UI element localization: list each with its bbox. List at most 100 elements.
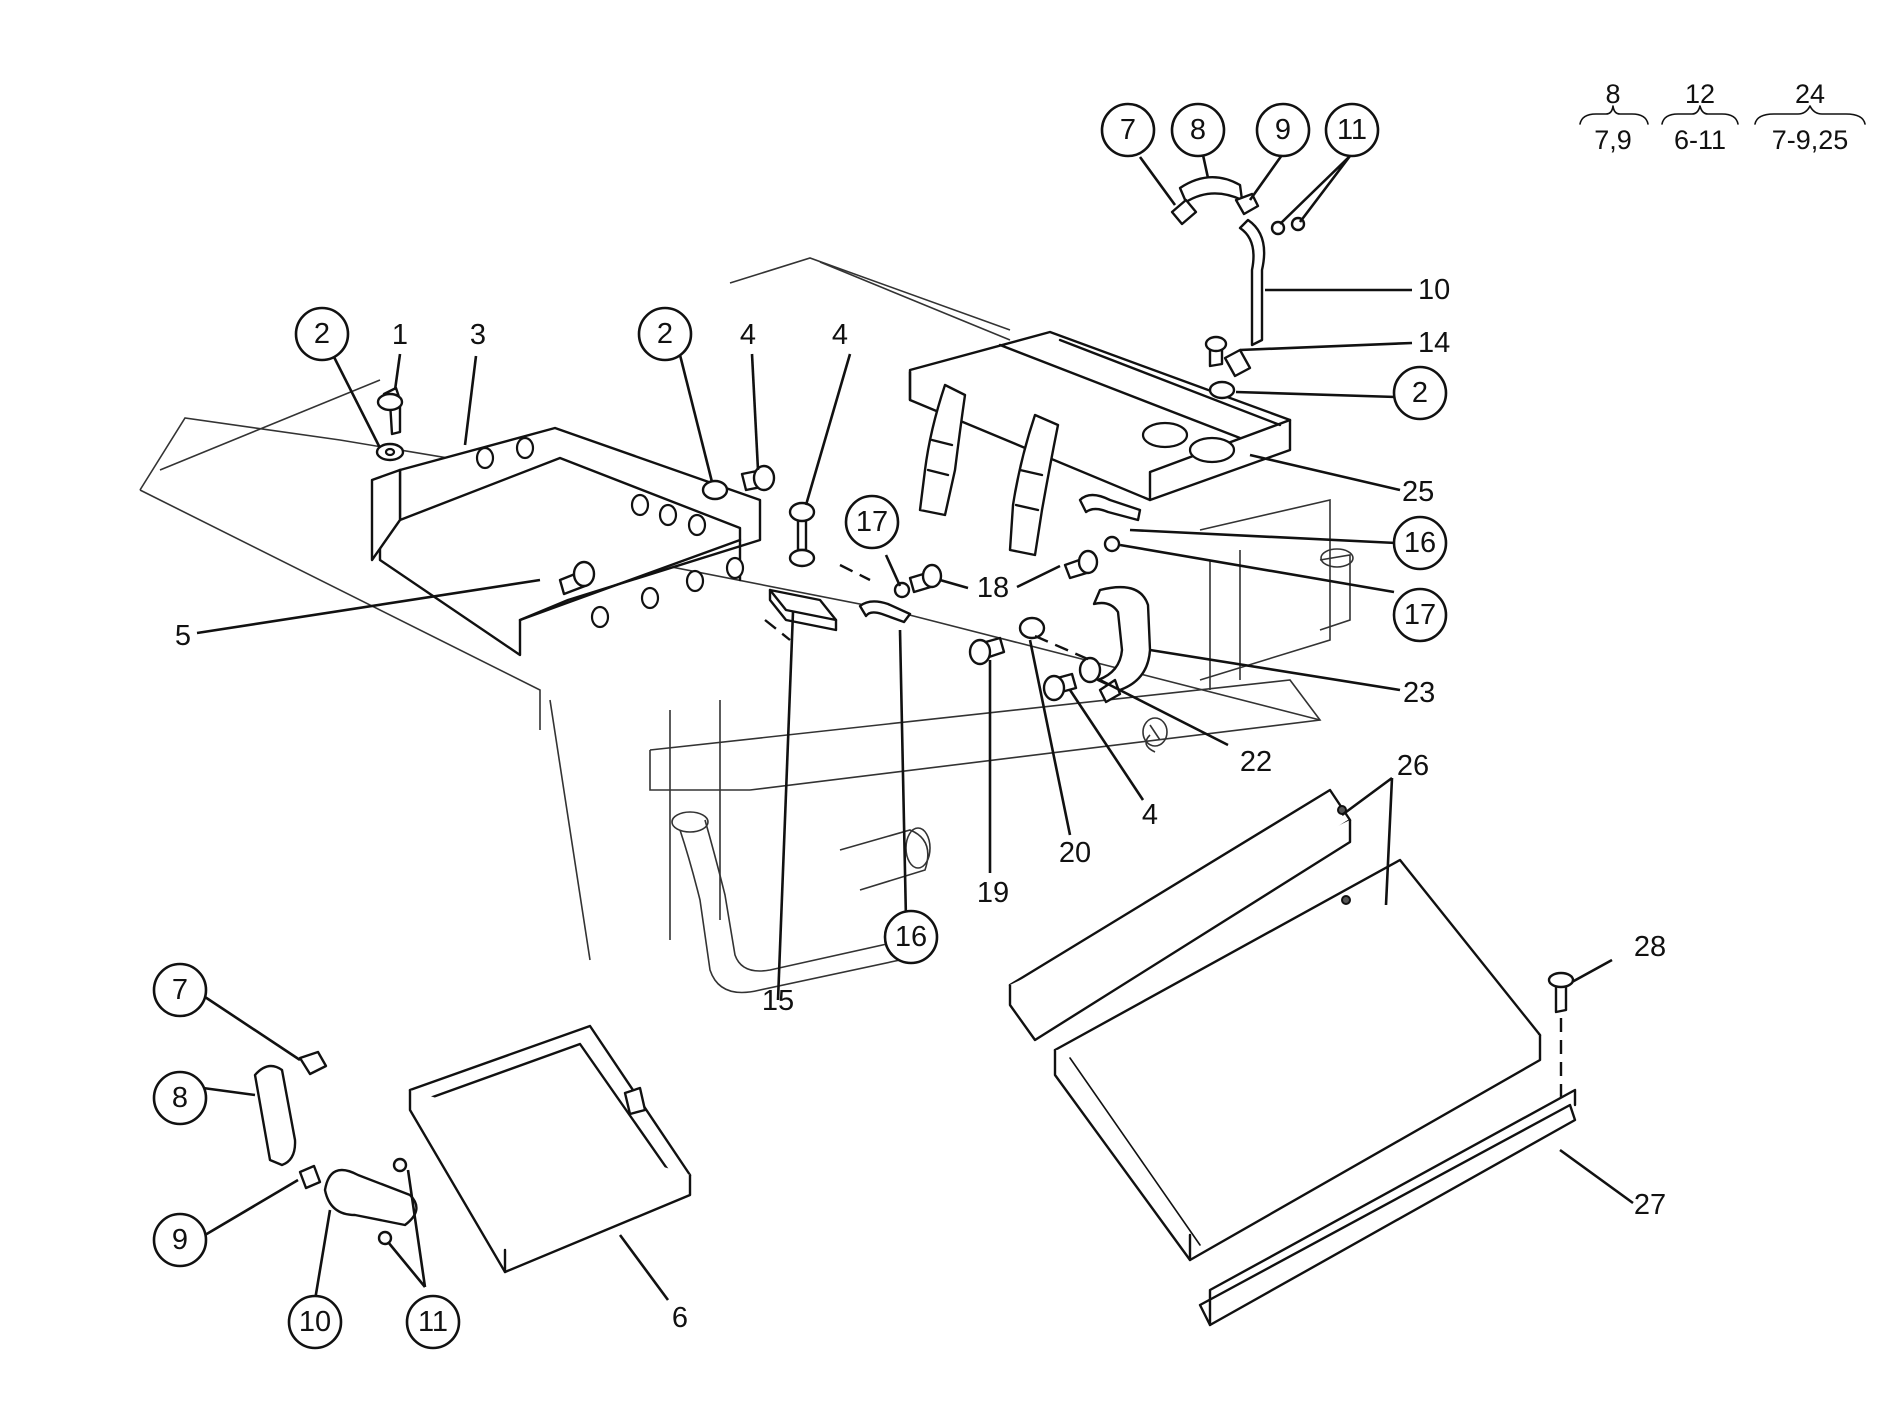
- leader-28: [1571, 958, 1613, 984]
- callout-11bot: 11: [418, 1306, 448, 1338]
- battery-tray-6: [408, 1024, 692, 1274]
- legend-bottom-8: 7,9: [1594, 125, 1632, 155]
- bolt-18a-head: [921, 563, 943, 589]
- callout-11top: 11: [1337, 114, 1367, 146]
- clamp-15: [768, 588, 838, 622]
- callout-circle-2c: [1392, 365, 1448, 421]
- bracket-14: [1223, 348, 1252, 378]
- frame-back-inner: [819, 261, 1011, 341]
- callout-15: 15: [762, 985, 794, 1017]
- callout-10top: 10: [1418, 274, 1450, 306]
- callout-circle-2b: [637, 306, 693, 362]
- callout-circle-2a: [294, 306, 350, 362]
- callout-4c: 4: [1142, 799, 1158, 831]
- bracket-23: [1092, 585, 1152, 692]
- rail-27: [1198, 971, 1577, 1327]
- legend-group-24: 24 7-9,25: [1754, 79, 1866, 155]
- callout-circle-17a: [844, 494, 900, 550]
- bolt-19-head: [968, 638, 992, 666]
- bolt-4a-head: [752, 464, 776, 492]
- leader-14: [1239, 341, 1413, 352]
- rail-body: [1198, 1103, 1577, 1327]
- bracket-16b: [858, 600, 912, 624]
- clip-22: [1098, 678, 1122, 704]
- screw-28-head: [1547, 971, 1575, 989]
- leader-3: [463, 355, 478, 446]
- callout-16b: 16: [895, 921, 927, 953]
- frame-hole-6: [590, 605, 610, 629]
- frame-hole-2: [515, 436, 535, 460]
- leader-16a: [1129, 528, 1397, 545]
- legend-top-8: 8: [1605, 79, 1620, 109]
- frame-hole-9: [725, 556, 745, 580]
- legend-group-8: 8 7,9: [1579, 79, 1649, 155]
- callout-20: 20: [1059, 837, 1091, 869]
- hold-down-ribs: [998, 338, 1282, 440]
- strap-left: [918, 383, 967, 517]
- callout-9top: 9: [1275, 114, 1291, 146]
- strap-slots: [926, 438, 1044, 512]
- leader-27: [1559, 1148, 1634, 1205]
- frame-hole-5: [687, 513, 707, 537]
- screw-11d: [377, 1230, 393, 1246]
- hold-down-edge: [908, 370, 1292, 502]
- legend: 8 7,9 12 6-11 24 7-9,25: [1579, 79, 1866, 155]
- hardware-middle: [858, 493, 1152, 704]
- clip-8-top: [1178, 175, 1244, 204]
- clip-7-top: [1170, 198, 1198, 226]
- frame-right-legs: [1209, 550, 1241, 690]
- callout-3: 3: [470, 319, 486, 351]
- lockwasher-17a: [893, 581, 911, 599]
- hold-down-25: [908, 330, 1292, 557]
- callout-10bot: 10: [299, 1306, 331, 1338]
- callout-circle-9top: [1255, 102, 1311, 158]
- frame-strut: [549, 699, 591, 961]
- bracket-10-bot: [323, 1168, 418, 1227]
- callout-14: 14: [1418, 327, 1450, 359]
- leader-10bot: [313, 1209, 332, 1301]
- leader-8bot: [202, 1086, 256, 1097]
- bolt-14-head: [1204, 335, 1228, 353]
- clip-9-bot: [298, 1164, 322, 1190]
- washer-2b: [701, 479, 729, 501]
- legend-brace-12: [1661, 105, 1739, 125]
- leader-25: [1249, 453, 1401, 492]
- rod-10: [1238, 218, 1266, 347]
- leader-16b: [898, 629, 908, 921]
- battery-frame-left: [370, 426, 762, 657]
- lockwasher-17b: [1103, 535, 1121, 553]
- leader-2a: [331, 354, 382, 449]
- callout-circle-16b: [883, 909, 939, 965]
- frame-column: [669, 700, 721, 940]
- frame-stub-end: [1142, 717, 1168, 747]
- washer-2a-hole: [384, 447, 396, 457]
- clip-9-top: [1234, 192, 1260, 216]
- tray-handle: [623, 1086, 647, 1116]
- callout-2c: 2: [1412, 377, 1428, 409]
- callout-circle-7top: [1100, 102, 1156, 158]
- callout-28: 28: [1634, 931, 1666, 963]
- clip-8-bot: [253, 1064, 297, 1167]
- pipe-lower: [679, 829, 901, 994]
- bolt-5-head: [572, 560, 596, 588]
- bolt-1-head: [376, 392, 404, 412]
- battery-dot: [1341, 895, 1351, 905]
- leader-11top: [1279, 155, 1352, 225]
- leader-4c: [1068, 689, 1145, 801]
- callout-26: 26: [1397, 750, 1429, 782]
- leader-1: [393, 353, 402, 391]
- bracket-16a: [1078, 493, 1142, 522]
- callout-circle-8bot: [152, 1070, 208, 1126]
- leader-8top: [1201, 154, 1210, 179]
- assembly-dashes: [764, 563, 1091, 662]
- leader-20: [1028, 639, 1072, 836]
- leader-lines: [196, 154, 1634, 1301]
- legend-brace-8: [1579, 105, 1649, 125]
- callout-4a: 4: [740, 319, 756, 351]
- frame-hole-7: [640, 586, 660, 610]
- frame-back-panel: [729, 257, 1011, 331]
- hardware-left: [375, 386, 838, 632]
- frame-hole-1: [475, 446, 495, 470]
- callout-25: 25: [1402, 476, 1434, 508]
